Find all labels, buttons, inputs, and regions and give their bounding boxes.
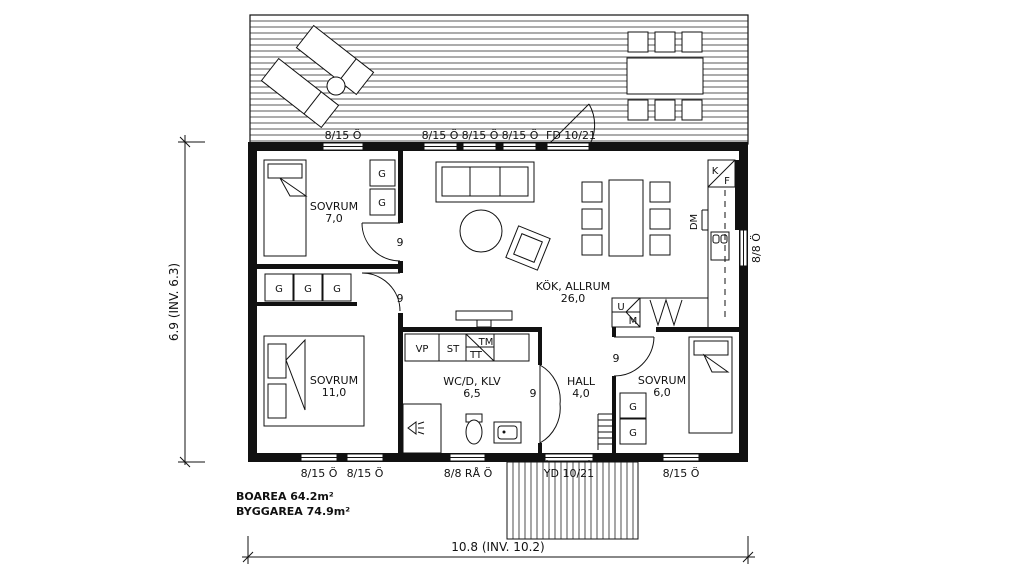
fixture-label-u: U bbox=[617, 302, 624, 313]
utility-row bbox=[404, 333, 530, 362]
fixture-label-st: ST bbox=[447, 344, 460, 355]
room-area-sovrum-b: 11,0 bbox=[322, 386, 347, 399]
wardrobe-label: G bbox=[378, 198, 386, 209]
basin-icon bbox=[493, 421, 522, 444]
room-name-wc: WC/D, KLV bbox=[443, 375, 501, 388]
window-label-top-4: 8/15 Ö bbox=[502, 129, 539, 142]
room-name-sovrum-b: SOVRUM bbox=[310, 374, 358, 387]
wardrobe-label: G bbox=[304, 284, 312, 295]
dimension-width bbox=[242, 536, 755, 564]
wardrobe-c bbox=[619, 392, 647, 445]
room-name-hall: HALL bbox=[567, 375, 596, 388]
interior-walls bbox=[257, 151, 739, 453]
room-name-sovrum-a: SOVRUM bbox=[310, 200, 358, 213]
window-label-right: 8/8 Ö bbox=[750, 233, 763, 263]
tv-bench-icon bbox=[455, 310, 513, 328]
sink-icon bbox=[710, 231, 730, 261]
window-label-top-1: 8/15 Ö bbox=[325, 129, 362, 142]
double-bed-icon bbox=[263, 335, 365, 427]
fridge-freezer-icon bbox=[707, 159, 736, 188]
sun-lounger-icon bbox=[295, 24, 375, 96]
door-width-mark: 9 bbox=[530, 387, 537, 400]
sun-lounger-icon bbox=[260, 57, 340, 129]
window-label-bot-2: 8/15 Ö bbox=[347, 467, 384, 480]
door-bedroom-b bbox=[361, 272, 401, 312]
fixture-label-k: K bbox=[712, 166, 719, 177]
windows-bottom bbox=[300, 453, 700, 462]
sofa-icon bbox=[435, 161, 535, 203]
wardrobe-label: G bbox=[629, 428, 637, 439]
fixture-label-vp: VP bbox=[416, 344, 429, 355]
dining-table-icon bbox=[581, 179, 671, 257]
window-label-bot-3: 8/8 RÅ Ö bbox=[444, 467, 493, 480]
door-label-front: FD 10/21 bbox=[546, 129, 596, 142]
wardrobe-row bbox=[264, 273, 352, 302]
door-width-mark: 9 bbox=[397, 236, 404, 249]
room-area-sovrum-a: 7,0 bbox=[325, 212, 343, 225]
windows-top bbox=[322, 142, 590, 151]
dimension-width-label: 10.8 (INV. 10.2) bbox=[451, 540, 544, 554]
fixture-label-f: F bbox=[724, 176, 730, 187]
hall-steps bbox=[597, 413, 612, 450]
wardrobe-label: G bbox=[629, 402, 637, 413]
door-bedroom-a bbox=[361, 222, 401, 262]
exterior-walls bbox=[248, 142, 748, 462]
dimension-height-label: 6.9 (INV. 6.3) bbox=[167, 263, 181, 341]
toilet-icon bbox=[465, 413, 483, 445]
door-width-mark: 9 bbox=[397, 292, 404, 305]
shower-icon bbox=[402, 403, 442, 454]
room-area-hall: 4,0 bbox=[572, 387, 590, 400]
room-area-sovrum-c: 6,0 bbox=[653, 386, 671, 399]
room-name-sovrum-c: SOVRUM bbox=[638, 374, 686, 387]
armchair-icon bbox=[505, 225, 551, 271]
fixture-label-tm: TM bbox=[478, 337, 494, 348]
fixture-label-tt: TT bbox=[469, 350, 483, 361]
room-area-wc: 6,5 bbox=[463, 387, 481, 400]
door-wc bbox=[539, 364, 561, 444]
fixture-label-m: M bbox=[629, 316, 638, 327]
dimension-height bbox=[178, 135, 205, 468]
boarea-label: BOAREA 64.2m² bbox=[236, 490, 334, 503]
door-width-mark: 9 bbox=[613, 352, 620, 365]
door-label-outer: YD 10/21 bbox=[543, 467, 594, 480]
bed-icon bbox=[263, 159, 308, 257]
fixture-label-dm: DM bbox=[689, 214, 700, 230]
byggarea-label: BYGGAREA 74.9m² bbox=[236, 505, 350, 518]
bed-icon bbox=[688, 336, 733, 434]
side-table-icon bbox=[326, 76, 346, 96]
staircase-icon bbox=[611, 297, 683, 328]
window-label-top-3: 8/15 Ö bbox=[462, 129, 499, 142]
outdoor-dining-set-icon bbox=[626, 31, 704, 121]
coffee-table-icon bbox=[459, 209, 503, 253]
wardrobe-label: G bbox=[333, 284, 341, 295]
wardrobe-a bbox=[369, 159, 396, 216]
door-bedroom-c bbox=[613, 336, 655, 377]
room-area-kok: 26,0 bbox=[561, 292, 586, 305]
window-label-bot-1: 8/15 Ö bbox=[301, 467, 338, 480]
wardrobe-label: G bbox=[275, 284, 283, 295]
room-name-kok: KÖK, ALLRUM bbox=[536, 280, 610, 293]
entrance-deck bbox=[506, 461, 639, 540]
window-label-bot-4: 8/15 Ö bbox=[663, 467, 700, 480]
wardrobe-label: G bbox=[378, 169, 386, 180]
window-right bbox=[739, 229, 748, 267]
window-label-top-2: 8/15 Ö bbox=[422, 129, 459, 142]
